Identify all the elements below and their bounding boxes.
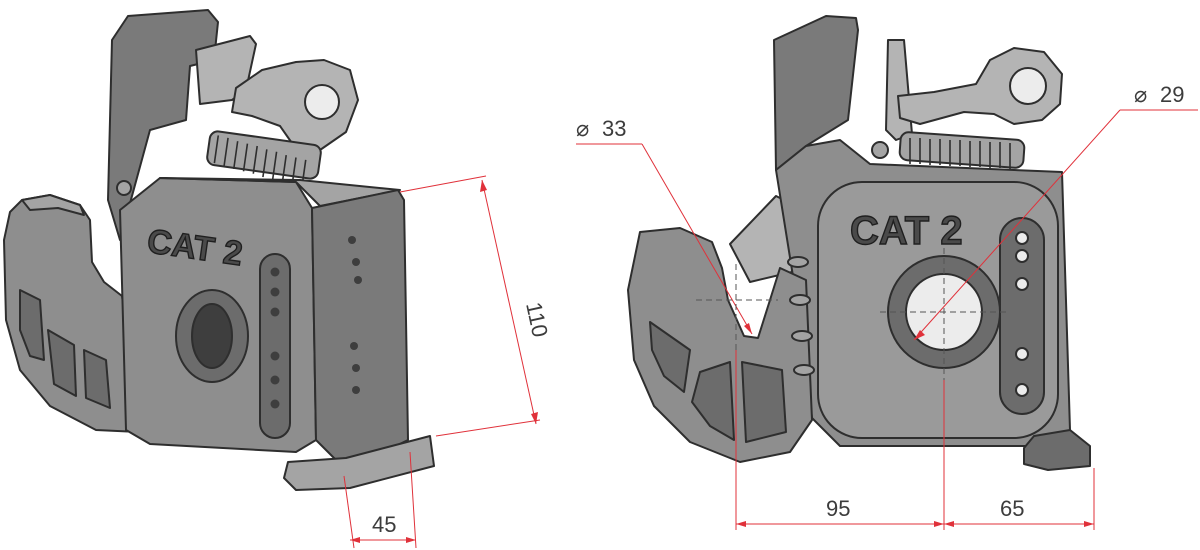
right-dim-65-label: 65 [1000, 496, 1024, 521]
right-pin [871, 141, 889, 159]
left-dim-45: 45 [343, 451, 417, 549]
left-dim-45-label: 45 [372, 512, 396, 537]
left-slot-holes [270, 267, 280, 409]
right-bottom-tab [1023, 429, 1091, 471]
left-hitch-view: CAT 2 110 45 [3, 9, 553, 549]
left-hook-window-1 [19, 289, 45, 361]
left-side-holes [348, 236, 362, 394]
left-adjust-slot [259, 253, 291, 439]
right-diam-33-label: 33 [602, 116, 626, 141]
left-hook-window-3 [83, 349, 111, 409]
right-diam-29-symbol: ⌀ [1134, 82, 1147, 107]
right-diam-29-label: 29 [1160, 82, 1184, 107]
right-side-ribs [787, 256, 815, 376]
right-dim-diam-33: ⌀ 33 [576, 116, 778, 350]
left-dim-110: 110 [399, 175, 553, 437]
right-ring-hole [1009, 67, 1047, 105]
left-hook-window-2 [47, 329, 77, 397]
left-back-plate [107, 9, 219, 241]
left-dim-110-label: 110 [521, 300, 553, 340]
right-ring-lever [897, 47, 1063, 125]
right-hook-window-3 [741, 361, 787, 443]
right-dim-diam-29: ⌀ 29 [880, 82, 1198, 380]
left-spring [206, 130, 322, 188]
right-dim-95-label: 95 [826, 496, 850, 521]
right-diam-33-symbol: ⌀ [576, 116, 589, 141]
right-spring [898, 131, 1026, 169]
left-hook-top [21, 194, 85, 216]
left-bottom-flange [283, 435, 435, 491]
left-housing-side [311, 189, 409, 471]
right-dim-horizontal: 95 65 [735, 350, 1095, 530]
right-cat-marking: CAT 2 [850, 209, 963, 253]
right-hook-window-1 [649, 321, 691, 393]
left-pin [116, 180, 132, 196]
right-slot-holes [1015, 231, 1029, 397]
left-bore [191, 303, 233, 369]
right-hitch-view: CAT 2 ⌀ 33 ⌀ 29 [576, 15, 1198, 530]
right-latch-plate [885, 39, 913, 141]
right-hook-window-2 [691, 361, 735, 441]
left-ring-hole [304, 84, 340, 120]
left-ring-lever [231, 59, 359, 151]
